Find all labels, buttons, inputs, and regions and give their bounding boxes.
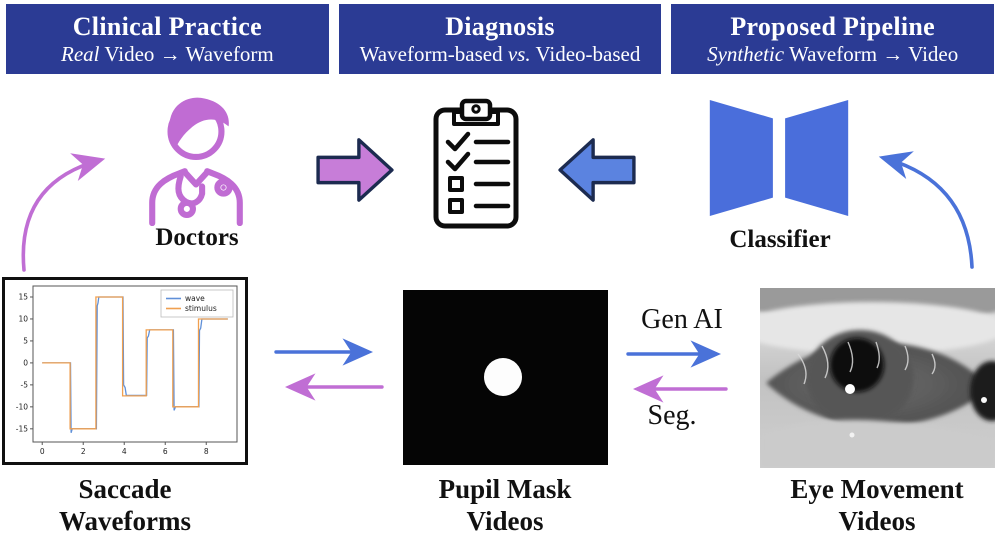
doctor-hair [169, 97, 229, 149]
svg-text:6: 6 [163, 447, 168, 456]
subtitle-pre: Waveform-based [359, 41, 508, 66]
svg-text:8: 8 [204, 447, 209, 456]
curved-arrow-eye-to-classifier-icon [878, 151, 974, 269]
header-box-diagnosis: Diagnosis Waveform-based vs. Video-based [338, 4, 662, 74]
label-line: Videos [838, 506, 916, 536]
header-box-proposed-pipeline: Proposed Pipeline Synthetic Waveform → V… [671, 4, 995, 74]
pupil-mask-circle [484, 358, 522, 396]
block-arrow-left-icon [558, 138, 636, 202]
svg-text:15: 15 [18, 293, 28, 302]
subtitle-rest: Waveform → Video [784, 41, 959, 66]
arrow-gen-ai-icon [626, 340, 722, 368]
eye-movement-video [760, 288, 995, 468]
label-line: Waveforms [59, 506, 191, 536]
svg-text:-15: -15 [16, 424, 28, 433]
arrow-pair-waveform-mask-icon [274, 338, 384, 401]
header-subtitle: Waveform-based vs. Video-based [360, 42, 641, 67]
header-subtitle: Real Video → Waveform [61, 42, 274, 67]
classifier-label: Classifier [729, 226, 831, 253]
label-line: Eye Movement [790, 474, 964, 504]
pupil-mask-video [403, 290, 608, 465]
svg-text:10: 10 [18, 315, 28, 324]
subtitle-italic: Real [61, 41, 100, 66]
checklist-clipboard-icon [433, 98, 519, 229]
svg-text:wave: wave [185, 294, 205, 303]
doctors-label: Doctors [155, 224, 239, 251]
eyelashes [797, 341, 936, 385]
label-line: Saccade [78, 474, 172, 504]
header-box-clinical-practice: Clinical Practice Real Video → Waveform [6, 4, 329, 74]
svg-text:stimulus: stimulus [185, 304, 217, 313]
svg-text:0: 0 [23, 359, 28, 368]
arrow-seg-icon [632, 375, 728, 403]
label-line: Videos [466, 506, 544, 536]
subtitle-italic: Synthetic [707, 41, 785, 66]
header-title: Diagnosis [445, 11, 555, 41]
header-title: Proposed Pipeline [730, 11, 936, 41]
svg-text:5: 5 [23, 337, 28, 346]
header-title: Clinical Practice [72, 11, 262, 41]
svg-text:0: 0 [40, 447, 45, 456]
seg-label: Seg. [647, 400, 697, 431]
label-line: Pupil Mask [438, 474, 572, 504]
doctor-icon [149, 97, 243, 226]
subtitle-italic: vs. [507, 41, 531, 66]
classifier-icon [709, 100, 849, 216]
curved-arrow-waveforms-to-doctors-icon [21, 153, 106, 272]
header-row: Clinical Practice Real Video → Waveform … [6, 4, 995, 74]
subtitle-rest: Video-based [530, 41, 641, 66]
saccade-waveforms-label: Saccade Waveforms [25, 473, 225, 537]
gen-ai-label: Gen AI [641, 304, 723, 335]
subtitle-rest: Video → Waveform [99, 41, 274, 66]
block-arrow-right-icon [316, 138, 394, 202]
eye-movement-videos-label: Eye Movement Videos [777, 473, 977, 537]
svg-text:4: 4 [122, 447, 127, 456]
svg-text:2: 2 [81, 447, 86, 456]
svg-text:-10: -10 [16, 402, 28, 411]
svg-text:-5: -5 [21, 380, 29, 389]
pupil-mask-videos-label: Pupil Mask Videos [405, 473, 605, 537]
header-subtitle: Synthetic Waveform → Video [707, 42, 958, 67]
